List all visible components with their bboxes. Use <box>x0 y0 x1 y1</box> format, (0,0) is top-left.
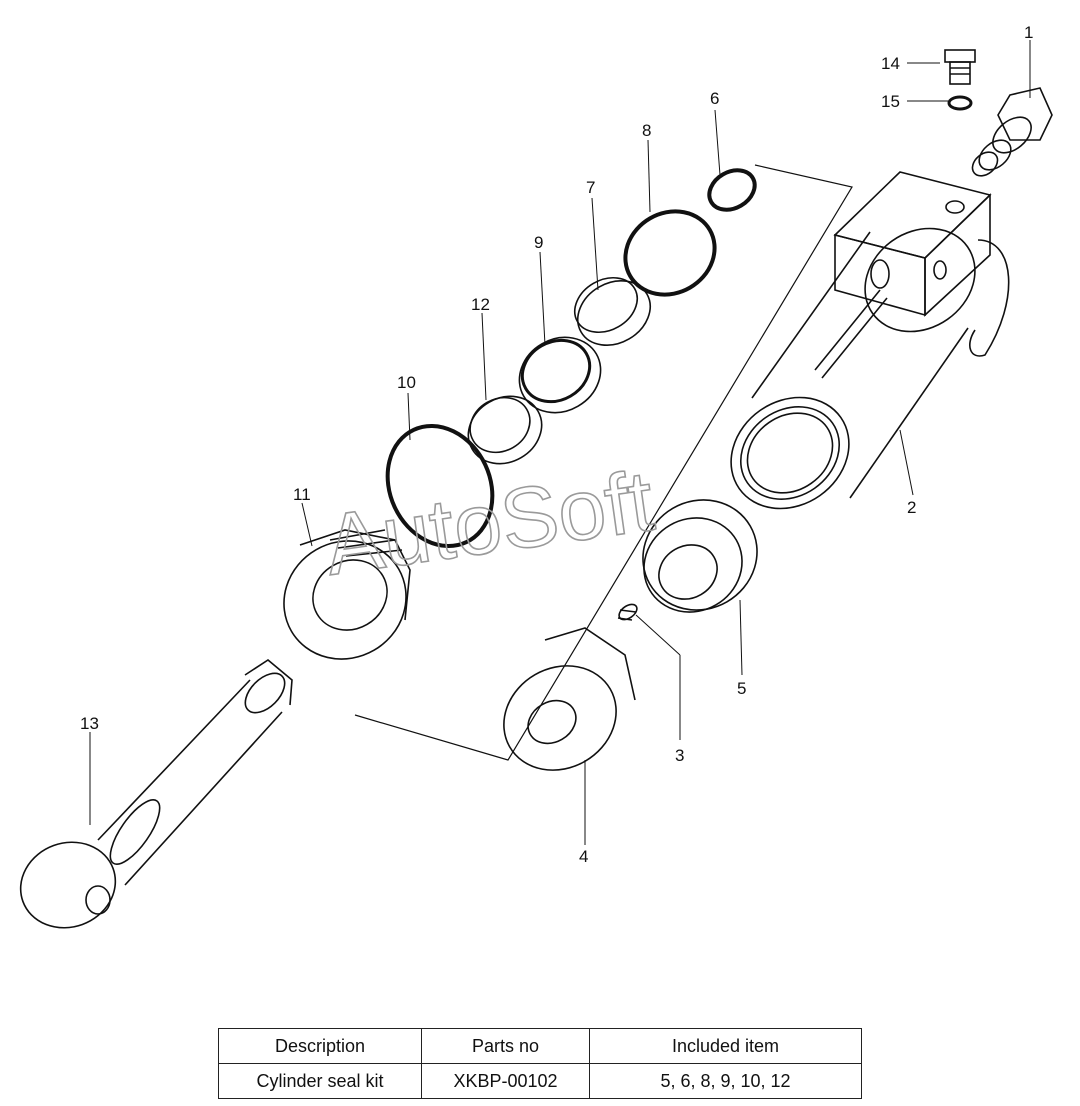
callout-15: 15 <box>881 92 900 111</box>
fitting <box>971 87 1053 177</box>
callout-6: 6 <box>710 89 719 108</box>
callout-11: 11 <box>293 485 311 504</box>
callout-9: 9 <box>534 233 543 252</box>
o-ring-small <box>707 168 757 212</box>
leader-lines <box>89 40 1031 845</box>
plug <box>944 49 976 85</box>
rod-seal <box>518 336 602 414</box>
wiper-ring <box>467 395 543 465</box>
cylinder-tube <box>730 227 976 510</box>
piston-rod <box>19 659 293 929</box>
exploded-parts-diagram: AutoSoft 1 2 3 4 5 6 7 8 9 10 11 12 13 1… <box>19 23 1053 929</box>
callout-4: 4 <box>579 847 588 866</box>
seal-kit-outline <box>354 164 853 761</box>
parts-table: Description Parts no Included item Cylin… <box>218 1028 862 1099</box>
callout-14: 14 <box>881 54 900 73</box>
callout-10: 10 <box>397 373 416 392</box>
callout-12: 12 <box>471 295 490 314</box>
cylinder-head-block <box>833 171 1010 357</box>
header-parts-no: Parts no <box>421 1028 590 1064</box>
callout-8: 8 <box>642 121 651 140</box>
plug-o-ring <box>947 95 973 111</box>
cell-description: Cylinder seal kit <box>218 1063 422 1099</box>
callout-13: 13 <box>80 714 99 733</box>
set-screw <box>617 603 638 621</box>
piston <box>642 499 758 613</box>
callout-labels: 1 2 3 4 5 6 7 8 9 10 11 12 13 14 15 <box>80 23 1033 866</box>
callout-5: 5 <box>737 679 746 698</box>
table-header-row: Description Parts no Included item <box>218 1028 862 1064</box>
o-ring-large <box>623 209 717 297</box>
gland <box>283 529 411 660</box>
callout-2: 2 <box>907 498 916 517</box>
header-description: Description <box>218 1028 422 1064</box>
piston-nut <box>503 627 636 771</box>
watermark-text: AutoSoft <box>319 453 659 594</box>
bushing <box>574 276 651 346</box>
header-included-item: Included item <box>589 1028 862 1064</box>
cell-included-item: 5, 6, 8, 9, 10, 12 <box>589 1063 862 1099</box>
callout-3: 3 <box>675 746 684 765</box>
callout-1: 1 <box>1024 23 1033 42</box>
o-ring-gland <box>385 423 495 549</box>
table-row: Cylinder seal kit XKBP-00102 5, 6, 8, 9,… <box>218 1063 862 1099</box>
callout-7: 7 <box>586 178 595 197</box>
cell-parts-no: XKBP-00102 <box>421 1063 590 1099</box>
